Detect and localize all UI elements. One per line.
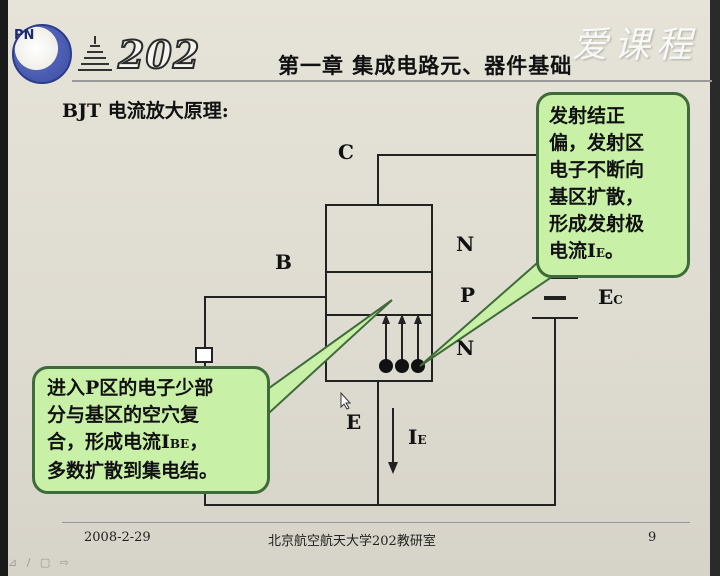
base-label: B <box>275 250 292 274</box>
electron-3 <box>411 359 425 373</box>
pn-logo-icon <box>12 24 72 84</box>
logo-text: PN <box>14 28 35 43</box>
electron-arrow-3 <box>414 314 422 324</box>
watermark: 爱课程 <box>572 25 699 66</box>
current-label: IE <box>408 425 427 449</box>
region-middle-label: P <box>460 283 476 307</box>
footer-organization: 北京航空航天大学202教研室 <box>268 534 436 549</box>
electron-arrow-2 <box>398 314 406 324</box>
header-divider <box>72 80 712 82</box>
logo-number: 202 <box>117 31 201 78</box>
collector-label: C <box>338 140 354 164</box>
electron-arrow-1 <box>382 314 390 324</box>
right-border <box>710 0 720 576</box>
transistor-body <box>325 204 433 382</box>
supply-label: EC <box>598 285 623 309</box>
base-wire <box>204 296 326 348</box>
pyramid-logo-icon <box>78 36 112 71</box>
base-terminal <box>195 347 213 363</box>
electron-2 <box>395 359 409 373</box>
footer-page-number: 9 <box>648 530 657 545</box>
slide-nav-controls[interactable]: ⊿ / ▢ ⇨ <box>8 556 73 569</box>
slide-heading: BJT 电流放大原理: <box>62 100 229 122</box>
left-border <box>0 0 8 576</box>
mouse-cursor-icon <box>340 392 352 410</box>
emitter-label: E <box>346 410 362 434</box>
region-top-label: N <box>456 232 475 256</box>
electron-1 <box>379 359 393 373</box>
emitter-current-arrowhead <box>388 462 398 474</box>
callout-emitter-injection: 发射结正 偏，发射区 电子不断向 基区扩散， 形成发射极 电流IE。 <box>536 92 690 278</box>
chapter-title: 第一章 集成电路元、器件基础 <box>278 53 573 78</box>
region-bottom-label: N <box>456 336 475 360</box>
slide-header: PN 202 第一章 集成电路元、器件基础 爱课程 <box>8 10 712 84</box>
callout-base-recombination: 进入P区的电子少部 分与基区的空穴复 合，形成电流IBE， 多数扩散到集电结。 <box>32 366 270 494</box>
footer-divider <box>62 522 690 523</box>
footer-date: 2008-2-29 <box>84 530 151 545</box>
